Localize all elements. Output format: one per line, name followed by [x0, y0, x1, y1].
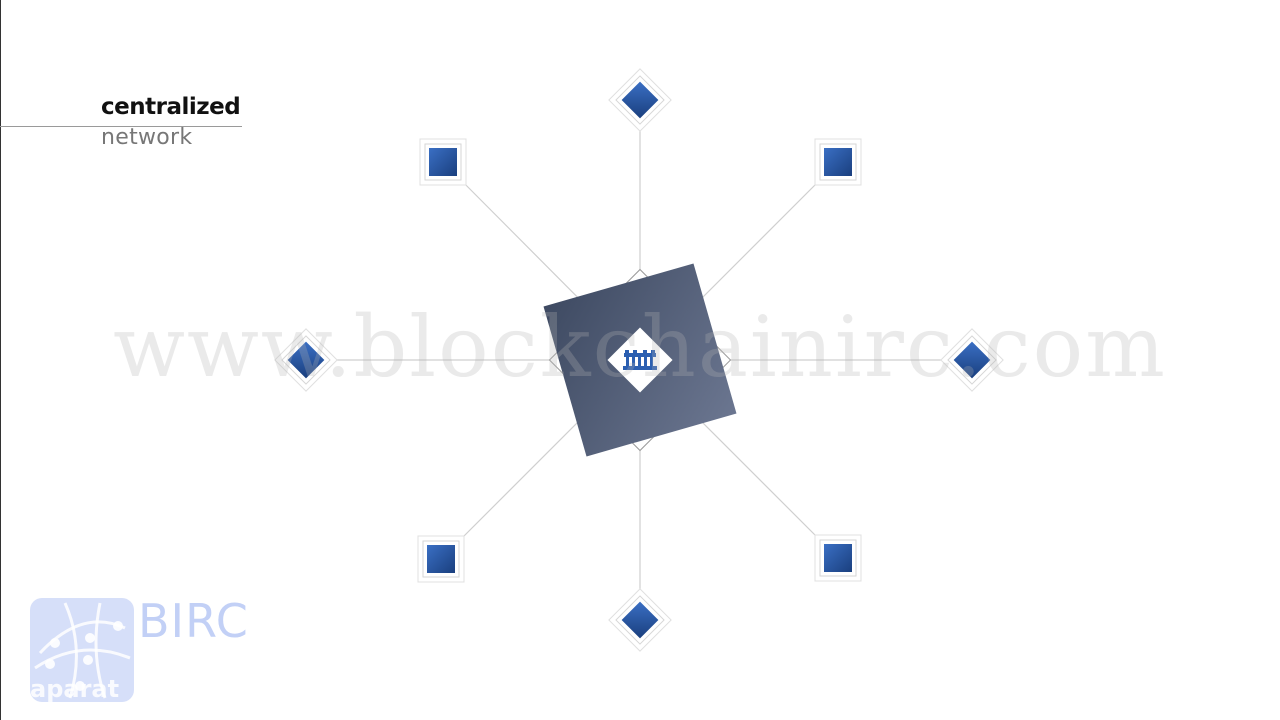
building-icon [623, 350, 657, 370]
frame-border [0, 0, 1, 720]
title-underline [0, 126, 242, 127]
diagram-title: centralized [101, 94, 241, 120]
central-hub [543, 263, 737, 457]
aparat-watermark: aparat [30, 675, 120, 703]
node-bottom-right [814, 534, 862, 582]
diagram-subtitle: network [101, 125, 193, 150]
birc-logo-text: BIRC [138, 594, 249, 648]
birc-logo [30, 598, 134, 702]
node-bottom-left [417, 535, 465, 583]
node-bottom [608, 588, 672, 652]
network-globe-icon [34, 602, 131, 699]
node-top-left [419, 138, 467, 186]
node-right [940, 328, 1004, 392]
node-left [274, 328, 338, 392]
node-top-right [814, 138, 862, 186]
node-top [608, 68, 672, 132]
